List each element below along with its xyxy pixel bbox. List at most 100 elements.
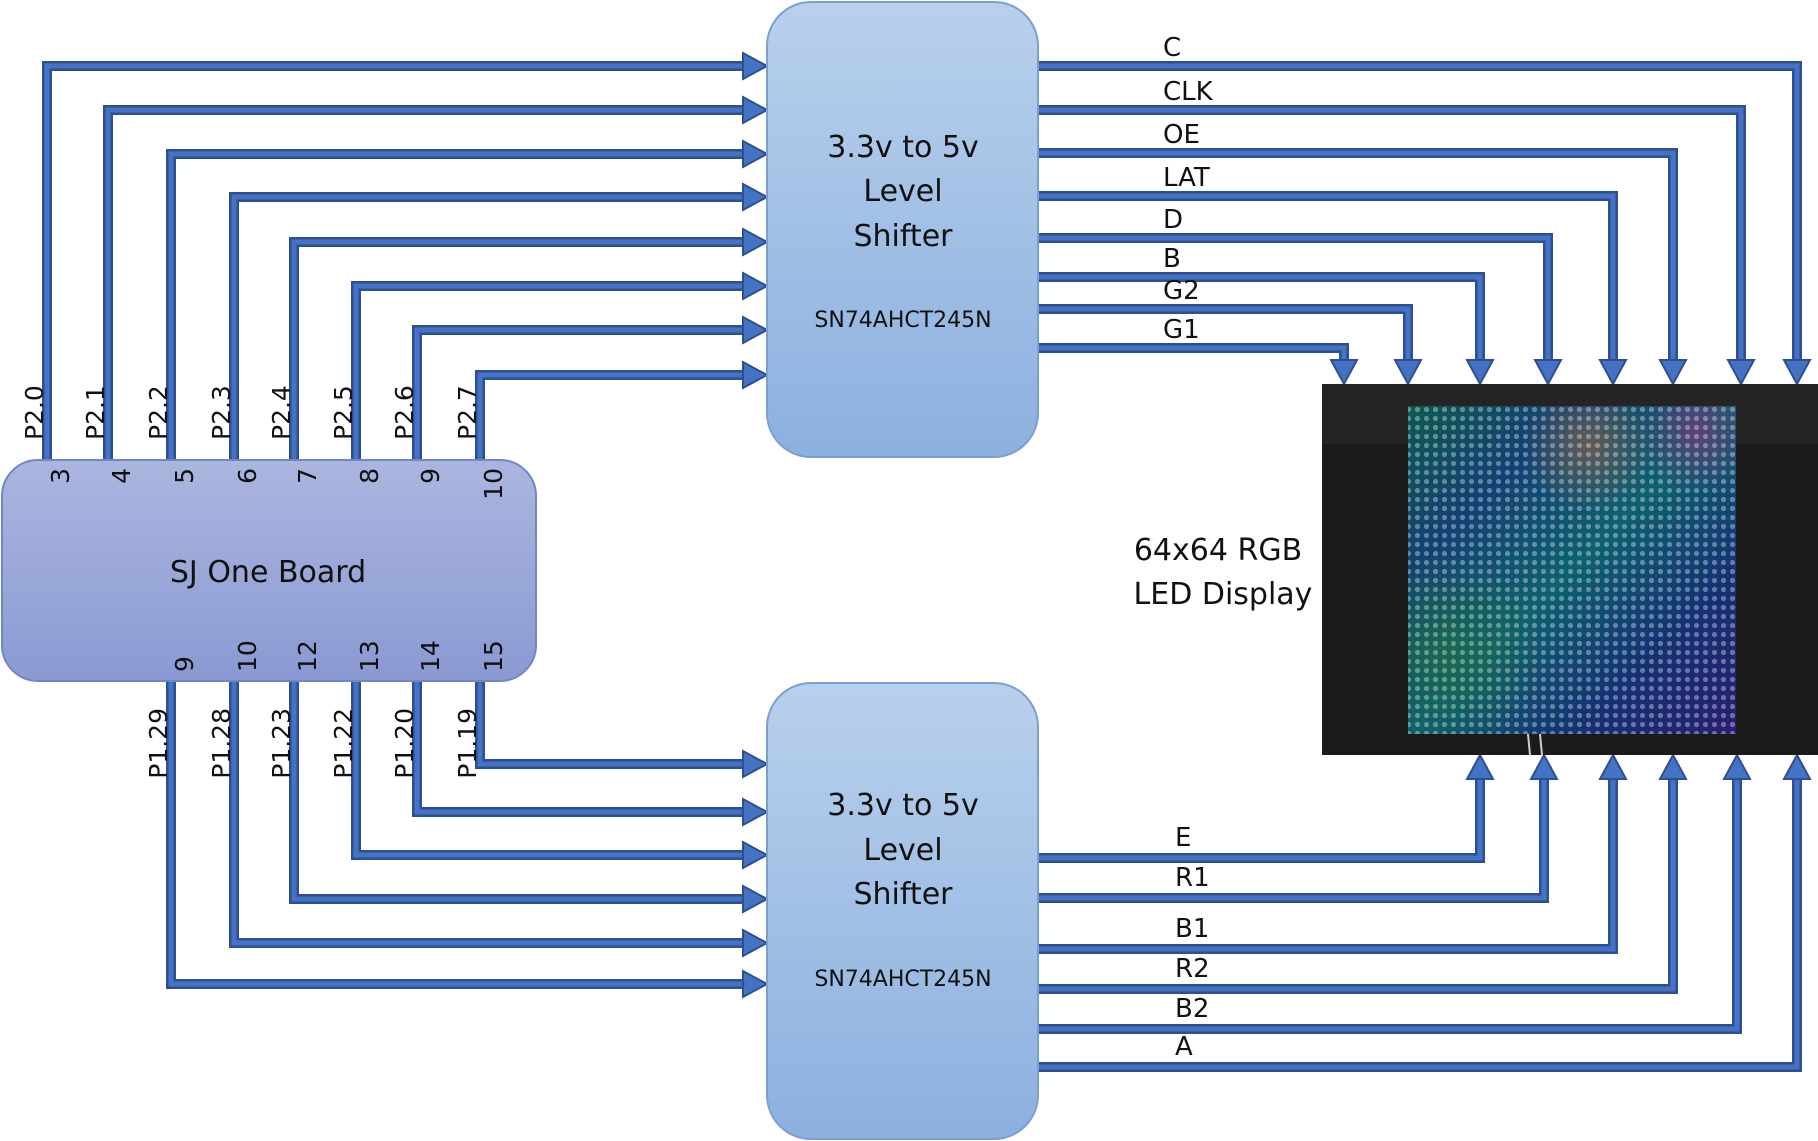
signal-label-g2: G2 (1163, 276, 1200, 306)
wire-P1-29-arrowhead (742, 969, 770, 999)
wire-signal-b1 (1038, 752, 1628, 954)
level-shifter-bottom-title-2: Level (863, 833, 942, 868)
wire-P1-28-arrowhead (742, 928, 770, 958)
pin-number-bottom-10: 10 (233, 640, 262, 672)
level-shifter-bottom-title-1: 3.3v to 5v (827, 788, 979, 823)
wire-signal-c (1038, 61, 1812, 387)
wire-signal-c-arrowhead (1782, 359, 1812, 387)
wire-P2-2 (166, 139, 770, 460)
wire-P1-20 (412, 681, 770, 827)
pin-label-P1-29: P1.29 (144, 708, 173, 779)
signal-label-oe: OE (1163, 120, 1200, 150)
wire-signal-clk-arrowhead (1726, 359, 1756, 387)
wire-P1-20-arrowhead (742, 797, 770, 827)
wire-P2-3 (229, 182, 770, 460)
pin-number-top-6: 6 (233, 468, 262, 484)
pin-label-P1-23: P1.23 (267, 708, 296, 779)
pin-number-top-10: 10 (479, 468, 508, 500)
pin-number-bottom-9: 9 (170, 656, 199, 672)
pin-number-top-9: 9 (416, 468, 445, 484)
pin-label-P2-7: P2.7 (453, 385, 482, 440)
wire-signal-g2 (1038, 304, 1423, 387)
wire-P2-0-arrowhead (742, 51, 770, 81)
wire-signal-d (1038, 233, 1563, 387)
wire-P2-6-arrowhead (742, 315, 770, 345)
wires (42, 51, 1812, 1072)
wire-P2-5 (351, 271, 770, 460)
pin-label-P1-28: P1.28 (207, 708, 236, 779)
wire-signal-b (1038, 272, 1495, 387)
wire-P1-22 (351, 681, 770, 870)
pin-label-P2-5: P2.5 (329, 385, 358, 440)
signal-label-a: A (1175, 1032, 1193, 1062)
wire-signal-b2-arrowhead (1722, 752, 1752, 780)
sj-one-board-label: SJ One Board (170, 555, 366, 590)
signal-label-r2: R2 (1175, 954, 1210, 984)
wire-P2-2-arrowhead (742, 139, 770, 169)
wire-P2-1-arrowhead (742, 95, 770, 125)
pin-label-P2-6: P2.6 (390, 385, 419, 440)
level-shifter-bottom-box (766, 682, 1039, 1140)
level-shifter-bottom-part: SN74AHCT245N (814, 967, 991, 992)
signal-label-g1: G1 (1163, 315, 1200, 345)
wire-signal-oe-arrowhead (1658, 359, 1688, 387)
pin-number-bottom-12: 12 (293, 640, 322, 672)
wire-P2-4-arrowhead (742, 227, 770, 257)
wire-signal-oe (1038, 148, 1688, 387)
pin-label-P1-22: P1.22 (329, 708, 358, 779)
led-display: 64x64 RGB LED Display (1134, 384, 1818, 756)
level-shifter-top-title-2: Level (863, 174, 942, 209)
wire-signal-e (1038, 752, 1495, 863)
wire-P1-29 (166, 681, 770, 999)
sj-one-board-box (1, 459, 537, 682)
signal-label-d: D (1163, 205, 1183, 235)
wire-P2-0 (42, 51, 770, 460)
signal-label-b: B (1163, 244, 1181, 274)
wire-P1-23 (289, 681, 770, 914)
pin-number-top-5: 5 (170, 468, 199, 484)
pin-number-bottom-15: 15 (479, 640, 508, 672)
led-display-label-1: 64x64 RGB (1134, 533, 1302, 568)
wire-P2-1 (103, 95, 770, 460)
wire-P1-23-arrowhead (742, 884, 770, 914)
pin-number-top-7: 7 (293, 468, 322, 484)
signal-label-e: E (1175, 823, 1191, 853)
pin-label-P2-1: P2.1 (81, 385, 110, 440)
pin-label-P2-0: P2.0 (20, 385, 49, 440)
pin-number-top-3: 3 (46, 468, 75, 484)
wire-signal-e-arrowhead (1465, 752, 1495, 780)
wire-signal-a-arrowhead (1782, 752, 1812, 780)
wire-signal-lat (1038, 191, 1628, 387)
pin-label-P2-2: P2.2 (144, 385, 173, 440)
wire-signal-g1 (1038, 343, 1359, 387)
wire-P2-7-arrowhead (742, 360, 770, 390)
level-shifter-top-box (766, 1, 1039, 458)
wire-signal-d-arrowhead (1533, 359, 1563, 387)
pin-label-P2-4: P2.4 (267, 385, 296, 440)
wire-signal-a (1038, 752, 1812, 1072)
wire-signal-g2-arrowhead (1393, 359, 1423, 387)
level-shifter-top: 3.3v to 5v Level Shifter SN74AHCT245N (766, 1, 1039, 458)
wire-P1-28 (229, 681, 770, 958)
signal-label-b2: B2 (1175, 994, 1209, 1024)
led-display-label-2: LED Display (1134, 577, 1313, 612)
pin-number-top-4: 4 (107, 468, 136, 484)
level-shifter-bottom: 3.3v to 5v Level Shifter SN74AHCT245N (766, 682, 1039, 1140)
signal-label-clk: CLK (1163, 77, 1214, 107)
wire-P1-19 (475, 681, 770, 779)
wire-signal-b1-arrowhead (1598, 752, 1628, 780)
wire-signal-r1 (1038, 752, 1559, 903)
level-shifter-top-title-1: 3.3v to 5v (827, 130, 979, 165)
wire-signal-r1-arrowhead (1529, 752, 1559, 780)
wire-signal-clk (1038, 105, 1756, 387)
signal-label-r1: R1 (1175, 863, 1210, 893)
wire-P1-22-arrowhead (742, 840, 770, 870)
pin-label-P1-20: P1.20 (390, 708, 419, 779)
pin-number-top-8: 8 (355, 468, 384, 484)
sj-one-board: SJ One Board (1, 459, 537, 682)
signal-label-lat: LAT (1163, 163, 1210, 193)
signal-label-b1: B1 (1175, 914, 1209, 944)
pin-label-P1-19: P1.19 (453, 708, 482, 779)
wire-signal-g1-arrowhead (1329, 359, 1359, 387)
